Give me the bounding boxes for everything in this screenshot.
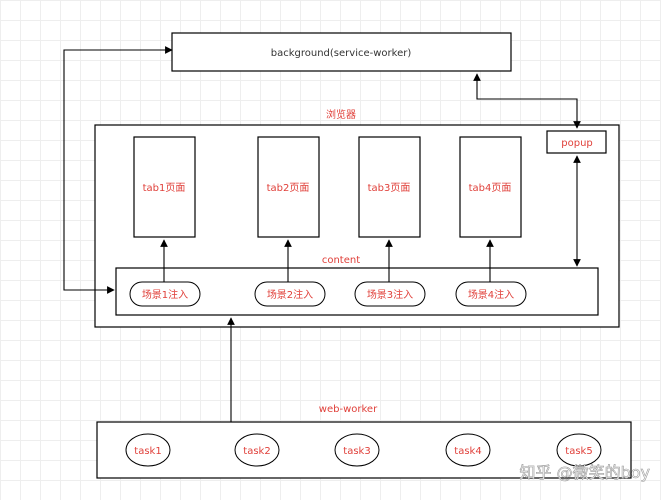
task-node	[445, 433, 491, 467]
task-label: task2	[243, 446, 270, 457]
background-content-connector	[63, 46, 173, 294]
tab-box	[257, 136, 320, 238]
worker-tasks: task1 task2 task3 task4 task5	[125, 433, 602, 467]
task-label: task3	[343, 446, 370, 457]
task-node	[234, 433, 280, 467]
background-popup-connector	[473, 73, 581, 129]
tab-label: tab2页面	[267, 182, 310, 194]
tab-label: tab3页面	[368, 182, 411, 194]
web-worker-label: web-worker	[319, 404, 378, 415]
task-label: task1	[134, 446, 161, 457]
scene-label: 场景1注入	[142, 288, 188, 301]
tab-box	[459, 136, 522, 238]
scene-injections: 场景1注入 场景2注入 场景3注入 场景4注入	[129, 281, 527, 307]
scene-label: 场景4注入	[468, 288, 514, 301]
tab-label: tab1页面	[143, 182, 186, 194]
scene-label: 场景2注入	[267, 288, 313, 301]
browser-label: 浏览器	[326, 108, 356, 121]
scene-label: 场景3注入	[367, 288, 413, 301]
popup-box	[546, 130, 607, 154]
content-label: content	[322, 255, 360, 266]
task-label: task5	[565, 446, 592, 457]
tab-label: tab4页面	[469, 182, 512, 194]
scene-pill	[354, 281, 426, 307]
tab-box	[358, 136, 421, 238]
background-box	[171, 32, 512, 72]
task-node	[334, 433, 380, 467]
task-label: task4	[454, 446, 481, 457]
popup-label: popup	[561, 138, 593, 149]
task-node	[125, 433, 171, 467]
scene-pill	[455, 281, 527, 307]
watermark: 知乎 @微笑的boy	[519, 463, 650, 482]
task-node	[556, 433, 602, 467]
scene-pill	[254, 281, 326, 307]
background-label: background(service-worker)	[271, 48, 412, 59]
